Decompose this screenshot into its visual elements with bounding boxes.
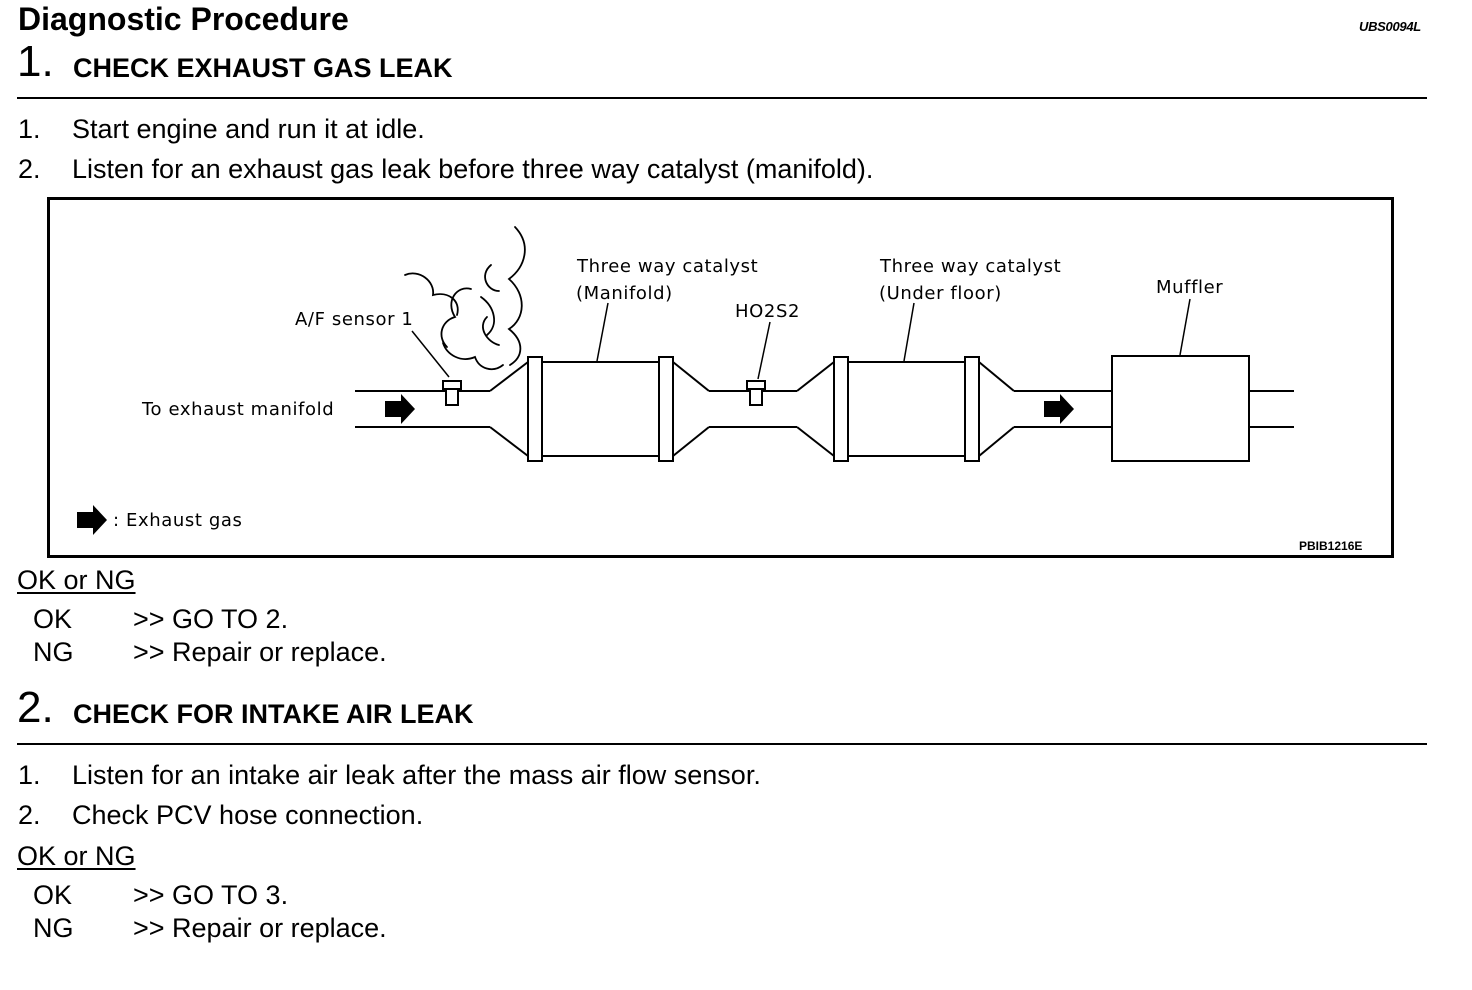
step-2-result-ok-action: >> GO TO 3. [133,880,289,910]
exhaust-flow-arrow-icon [385,394,415,424]
exhaust-leak-smoke-icon [404,226,526,371]
step-2-result-ng-status: NG [33,913,74,943]
step-2-result-ok-status: OK [33,880,73,910]
step-1-heading: CHECK EXHAUST GAS LEAK [73,53,453,83]
step-2-result-ng-action: >> Repair or replace. [133,913,387,943]
step-1-result-ok-action: >> GO TO 2. [133,604,289,634]
step-1-result-ng-action: >> Repair or replace. [133,637,387,667]
step-1-item-1-number: 1. [18,114,41,144]
step-2-divider [17,743,1427,745]
step-2-item-1-number: 1. [18,760,41,790]
step-1-item-2-text: Listen for an exhaust gas leak before th… [72,154,874,184]
label-catalyst-underfloor-line2: (Under floor) [879,283,1002,304]
label-muffler: Muffler [1156,277,1223,298]
step-2-ok-ng-label: OK or NG [17,841,136,871]
step-1-item-1-text: Start engine and run it at idle. [72,114,425,144]
label-catalyst-underfloor-line1: Three way catalyst [879,256,1061,277]
af-sensor-icon [442,380,462,390]
label-catalyst-manifold-line2: (Manifold) [576,283,673,304]
step-1-number: 1. [17,37,54,86]
step-1-result-ng-status: NG [33,637,74,667]
step-2-item-2-number: 2. [18,800,41,830]
step-2-number: 2. [17,683,54,732]
step-2-item-2-text: Check PCV hose connection. [72,800,424,830]
exhaust-system-diagram: To exhaust manifold A/F sensor 1 Three w… [47,197,1394,558]
diagram-frame [47,197,1394,558]
ho2s2-sensor-body [749,388,763,406]
step-2-heading: CHECK FOR INTAKE AIR LEAK [73,699,474,729]
legend-exhaust-gas: : Exhaust gas [113,510,242,531]
label-to-exhaust-manifold: To exhaust manifold [141,399,334,420]
step-1-item-2-number: 2. [18,154,41,184]
page-title: Diagnostic Procedure [18,1,349,37]
label-af-sensor: A/F sensor 1 [295,309,413,330]
step-1-result-ok-status: OK [33,604,73,634]
af-sensor-body [445,388,459,406]
label-catalyst-manifold-line1: Three way catalyst [576,256,758,277]
step-1-divider [17,97,1427,99]
legend-arrow-icon [77,505,107,535]
document-id: UBS0094L [1359,19,1421,34]
step-2-item-1-text: Listen for an intake air leak after the … [72,760,761,790]
exhaust-flow-arrow-icon [1044,394,1074,424]
figure-code: PBIB1216E [1299,539,1362,553]
ho2s2-sensor-icon [746,380,766,390]
step-1-ok-ng-label: OK or NG [17,565,136,595]
label-ho2s2: HO2S2 [735,301,800,322]
